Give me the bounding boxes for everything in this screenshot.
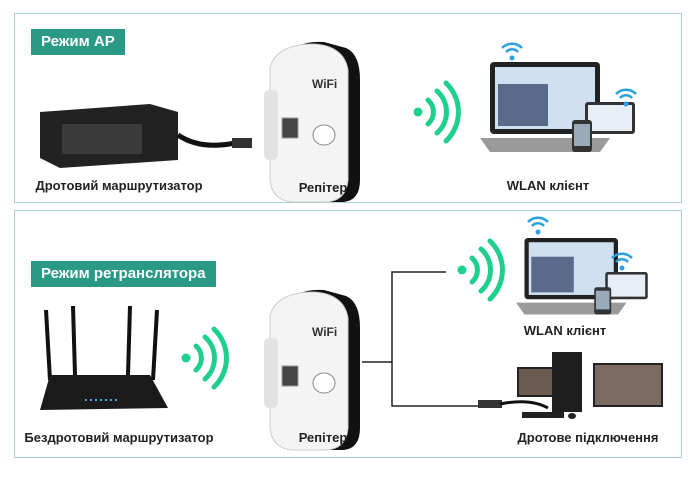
- wired-router-image: [40, 104, 252, 168]
- repeater-mode-title: Режим ретранслятора: [31, 261, 216, 287]
- wireless-router-label: Бездротовий маршрутизатор: [24, 430, 214, 445]
- repeater-label: Репітер: [298, 430, 348, 445]
- wlan-client-image: [516, 238, 648, 315]
- wifi-signal-icon: [458, 241, 503, 299]
- wired-devices-image: [478, 352, 663, 419]
- wired-connection-label: Дротове підключення: [517, 430, 659, 445]
- wifi-icon: [526, 216, 550, 236]
- wifi-signal-icon: [182, 329, 227, 387]
- repeater-label: Репітер: [298, 180, 348, 195]
- wlan-client-label: WLAN клієнт: [506, 178, 590, 193]
- wifi-icon: [500, 42, 524, 62]
- connection-lines: [362, 271, 478, 407]
- wired-router-label: Дротовий маршрутизатор: [35, 178, 203, 193]
- wlan-client-image: [480, 62, 635, 152]
- wifi-signal-icon: [414, 83, 459, 141]
- wireless-router-image: [40, 305, 168, 410]
- ap-mode-title: Режим AP: [31, 29, 125, 55]
- repeater-image: [263, 289, 361, 451]
- wlan-client-label: WLAN клієнт: [523, 323, 607, 338]
- ap-mode-illustration: [40, 41, 638, 203]
- repeater-image: [263, 41, 361, 203]
- repeater-mode-illustration: [40, 216, 663, 451]
